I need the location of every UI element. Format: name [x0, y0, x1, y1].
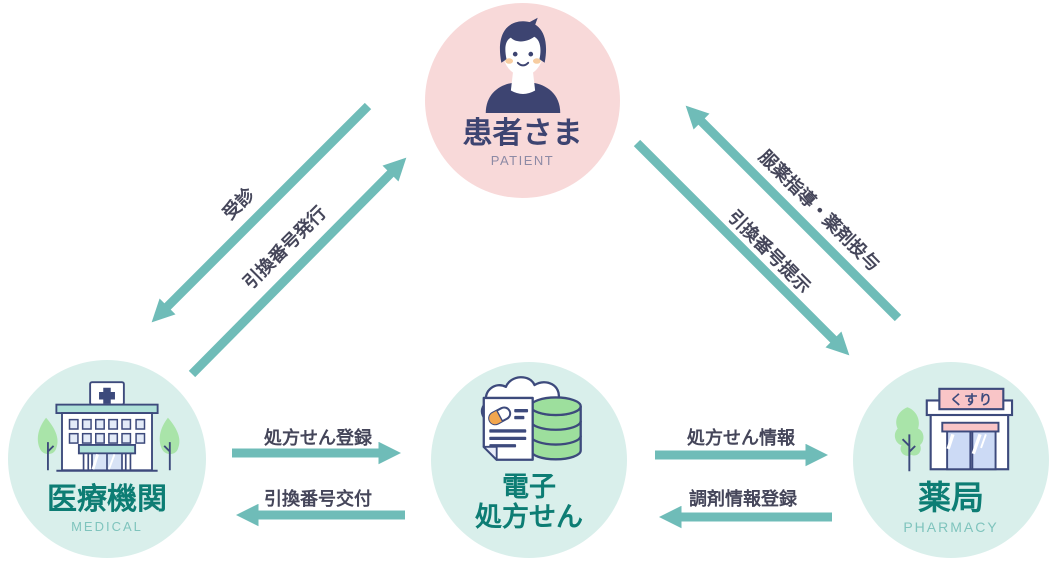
patient-node: 患者さま PATIENT [425, 3, 620, 198]
pharmacy-label: 薬局 [918, 479, 984, 516]
deliver-number-label: 引換番号交付 [264, 489, 372, 509]
patient-sublabel: PATIENT [490, 153, 555, 168]
pharmacy-sublabel: PHARMACY [903, 519, 999, 536]
cloud-database-document-icon [480, 376, 582, 461]
pharmacy-node: くすり 薬局 PHARMACY [853, 362, 1049, 558]
eprescription-label-line1: 電子 [502, 472, 556, 502]
medical-sublabel: MEDICAL [71, 519, 143, 534]
register-dispense-label: 調剤情報登録 [689, 489, 797, 509]
medical-node: 医療機関 MEDICAL [8, 360, 206, 558]
patient-icon [485, 17, 560, 113]
visit-arrow [151, 102, 372, 323]
medical-label: 医療機関 [47, 483, 167, 516]
patient-label: 患者さま [462, 117, 583, 150]
show-number-arrow [633, 139, 850, 356]
rx-info-label: 処方せん情報 [687, 428, 795, 448]
pharmacy-sign-text: くすり [950, 392, 994, 407]
register-rx-label: 処方せん登録 [264, 428, 372, 448]
eprescription-label-line2: 処方せん [475, 501, 583, 532]
pharmacy-store-icon: くすり [894, 387, 1014, 472]
issue-number-arrow [188, 157, 407, 378]
eprescription-node: 電子 処方せん [431, 362, 627, 558]
guidance-arrow [685, 105, 902, 322]
hospital-icon [37, 381, 180, 472]
